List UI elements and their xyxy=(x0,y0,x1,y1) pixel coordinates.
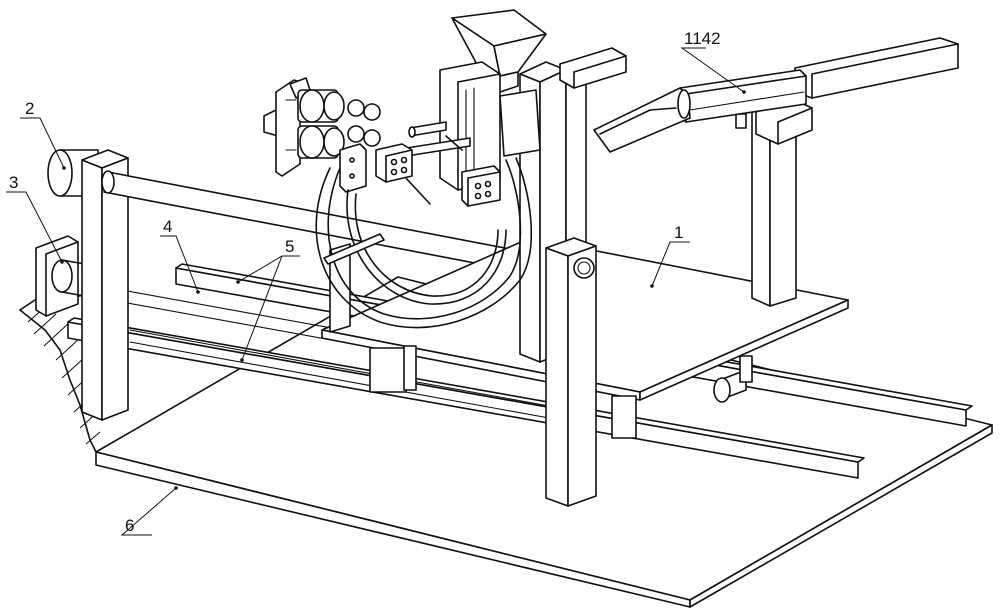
label-2: 2 xyxy=(25,99,34,118)
label-6: 6 xyxy=(125,516,134,535)
motor-cluster xyxy=(263,77,381,193)
label-4: 4 xyxy=(163,217,172,236)
base-plate xyxy=(95,276,993,608)
arm-cylinder xyxy=(593,87,691,153)
label-3: 3 xyxy=(9,173,18,192)
label-1: 1 xyxy=(674,223,683,242)
arm-1142 xyxy=(679,37,959,123)
crossbar-pin xyxy=(323,233,385,265)
motor-3 xyxy=(35,235,97,317)
right-upright xyxy=(545,237,597,507)
label-1142: 1142 xyxy=(684,29,721,48)
hose xyxy=(315,157,533,329)
platform-supports xyxy=(369,345,753,439)
feed-block xyxy=(439,61,541,191)
label-5: 5 xyxy=(285,237,294,256)
rear-post xyxy=(735,97,813,307)
left-upright xyxy=(81,149,129,421)
gripper-block xyxy=(375,143,413,183)
clamp-block xyxy=(461,165,501,207)
leader-lines xyxy=(6,47,746,536)
